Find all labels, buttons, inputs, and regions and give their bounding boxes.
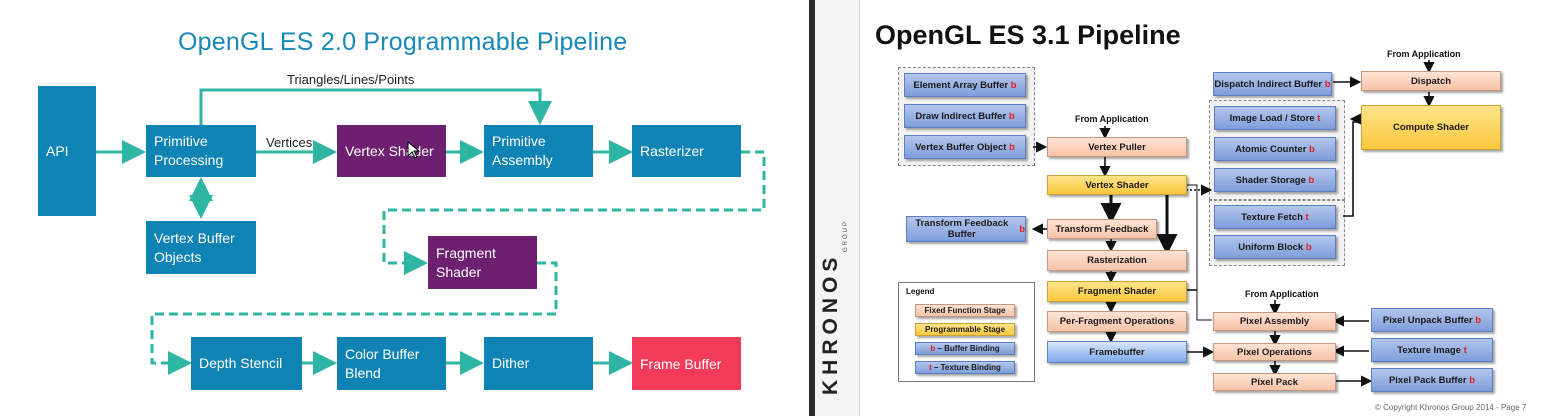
- vertices-label: Vertices: [266, 135, 313, 150]
- element-array-buffer: Element Array Buffer b: [904, 73, 1026, 97]
- framebuffer-stage: Framebuffer: [1047, 341, 1187, 363]
- vertex-puller-stage: Vertex Puller: [1047, 137, 1187, 157]
- pipeline-arrows: [1031, 60, 1435, 387]
- compute-shader-stage: Compute Shader: [1361, 105, 1501, 150]
- draw-indirect-buffer: Draw Indirect Buffer b: [904, 104, 1026, 128]
- pixel-operations-stage: Pixel Operations: [1213, 343, 1336, 361]
- dispatch-indirect-buffer: Dispatch Indirect Buffer b: [1213, 72, 1332, 96]
- copyright-footer: © Copyright Khronos Group 2014 - Page 7: [1375, 403, 1527, 412]
- right-slide: KHRONOS GROUP OpenGL ES 3.1 Pipeline: [815, 0, 1544, 416]
- fragment-shader-stage: Fragment Shader: [1047, 281, 1187, 302]
- slide-divider: [809, 0, 815, 416]
- per-fragment-operations-stage: Per-Fragment Operations: [1047, 311, 1187, 332]
- dispatch-stage: Dispatch: [1361, 71, 1501, 91]
- legend-texture-binding: t – Texture Binding: [915, 361, 1015, 374]
- link-vs-resources: [1186, 184, 1212, 321]
- triangles-label: Triangles/Lines/Points: [287, 72, 415, 87]
- pixel-unpack-buffer: Pixel Unpack Buffer b: [1371, 308, 1493, 332]
- primitive-assembly-box: Primitive Assembly: [484, 125, 593, 177]
- api-box: API: [38, 86, 96, 216]
- texture-image: Texture Image t: [1371, 338, 1493, 362]
- legend-fixed: Fixed Function Stage: [915, 304, 1015, 317]
- from-application-pixel-label: From Application: [1245, 289, 1319, 299]
- vertex-shader-stage: Vertex Shader: [1047, 175, 1187, 195]
- vertex-shader-box: Vertex Shader: [337, 125, 446, 177]
- pixel-pack-buffer: Pixel Pack Buffer b: [1371, 368, 1493, 392]
- slide-title: OpenGL ES 2.0 Programmable Pipeline: [178, 28, 628, 56]
- legend-title: Legend: [906, 287, 935, 296]
- dither-box: Dither: [484, 337, 593, 390]
- pixel-pack-stage: Pixel Pack: [1213, 373, 1336, 391]
- color-buffer-blend-box: Color Buffer Blend: [337, 337, 446, 390]
- shader-storage: Shader Storage b: [1214, 168, 1336, 192]
- vertex-buffer-objects-box: Vertex Buffer Objects: [146, 221, 256, 274]
- khronos-sidebar: KHRONOS GROUP: [815, 0, 860, 416]
- texture-fetch: Texture Fetch t: [1214, 205, 1336, 229]
- pipeline-connectors: [96, 88, 766, 375]
- legend-programmable: Programmable Stage: [915, 323, 1015, 336]
- atomic-counter: Atomic Counter b: [1214, 137, 1336, 161]
- frame-buffer-box: Frame Buffer: [632, 337, 741, 390]
- uniform-block: Uniform Block b: [1214, 235, 1336, 259]
- left-slide: OpenGL ES 2.0 Programmable Pipeline Tria…: [0, 0, 809, 416]
- rasterizer-box: Rasterizer: [632, 125, 741, 177]
- transform-feedback-stage: Transform Feedback: [1047, 219, 1157, 239]
- primitive-processing-box: Primitive Processing: [146, 125, 256, 177]
- from-application-label: From Application: [1075, 114, 1149, 124]
- rasterization-stage: Rasterization: [1047, 250, 1187, 271]
- image-load-store: Image Load / Store t: [1214, 106, 1336, 130]
- pixel-assembly-stage: Pixel Assembly: [1213, 312, 1336, 331]
- arrow-raster-to-fragment: [382, 150, 766, 275]
- from-application-compute-label: From Application: [1387, 49, 1461, 59]
- slide-title: OpenGL ES 3.1 Pipeline: [875, 20, 1181, 50]
- depth-stencil-box: Depth Stencil: [191, 337, 302, 390]
- legend-buffer-binding: b – Buffer Binding: [915, 342, 1015, 355]
- fragment-shader-box: Fragment Shader: [428, 236, 537, 289]
- arrow-triangles-bypass: [199, 88, 552, 125]
- arrow-texfetch-to-compute: [1343, 121, 1361, 217]
- mouse-cursor-icon: [407, 141, 421, 159]
- transform-feedback-buffer: Transform Feedback Buffer b: [906, 216, 1026, 242]
- arrow-fragment-to-depth: [150, 261, 558, 375]
- vertex-buffer-object: Vertex Buffer Object b: [904, 135, 1026, 159]
